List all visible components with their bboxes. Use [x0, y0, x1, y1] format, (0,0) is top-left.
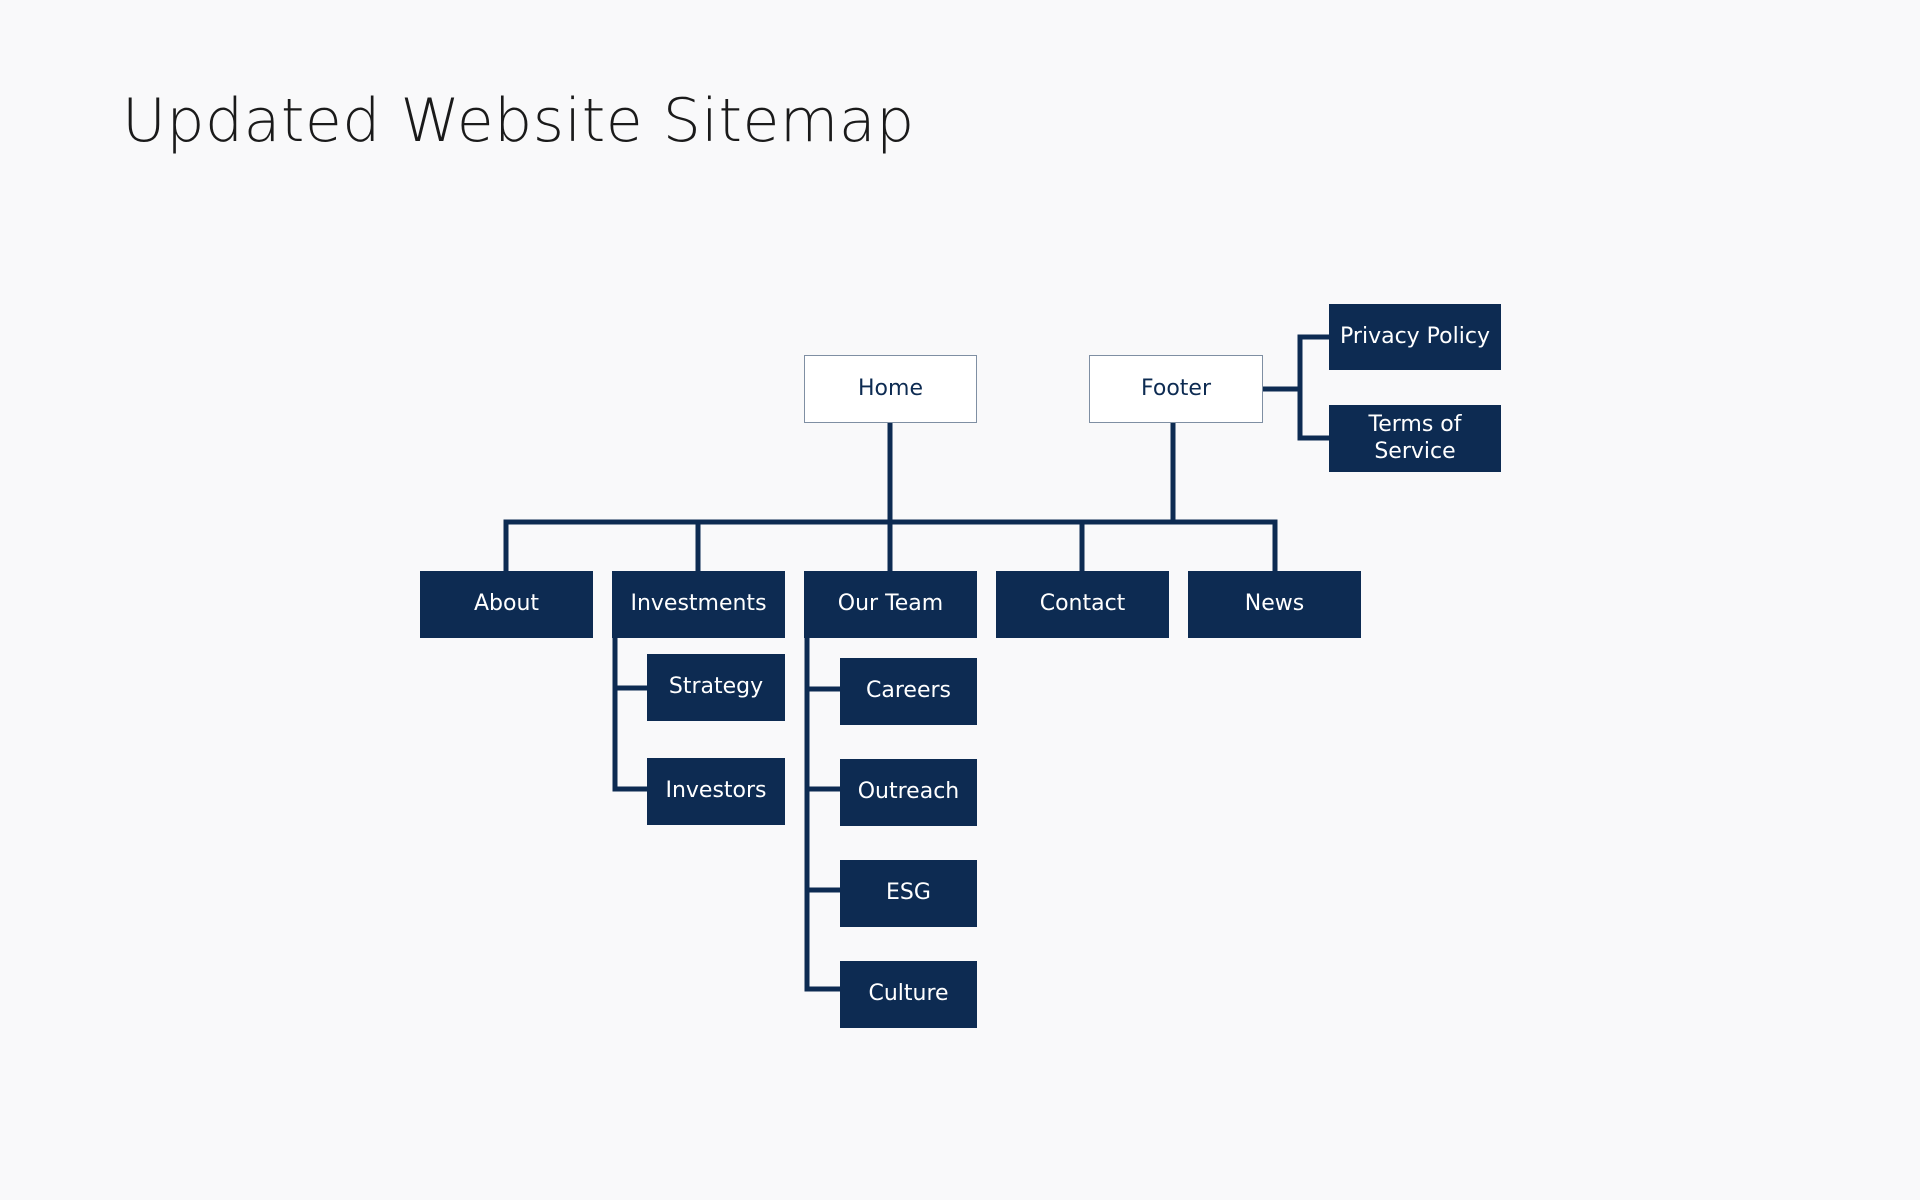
node-about: About	[420, 571, 593, 638]
node-contact: Contact	[996, 571, 1169, 638]
node-terms-of-service: Terms of Service	[1329, 405, 1501, 472]
node-outreach: Outreach	[840, 759, 977, 826]
node-careers: Careers	[840, 658, 977, 725]
node-our-team: Our Team	[804, 571, 977, 638]
node-investments: Investments	[612, 571, 785, 638]
node-strategy: Strategy	[647, 654, 785, 721]
node-investors: Investors	[647, 758, 785, 825]
node-home: Home	[804, 355, 977, 423]
node-culture: Culture	[840, 961, 977, 1028]
node-esg: ESG	[840, 860, 977, 927]
node-news: News	[1188, 571, 1361, 638]
node-footer: Footer	[1089, 355, 1263, 423]
node-privacy-policy: Privacy Policy	[1329, 304, 1501, 370]
page-title: Updated Website Sitemap	[122, 86, 915, 156]
